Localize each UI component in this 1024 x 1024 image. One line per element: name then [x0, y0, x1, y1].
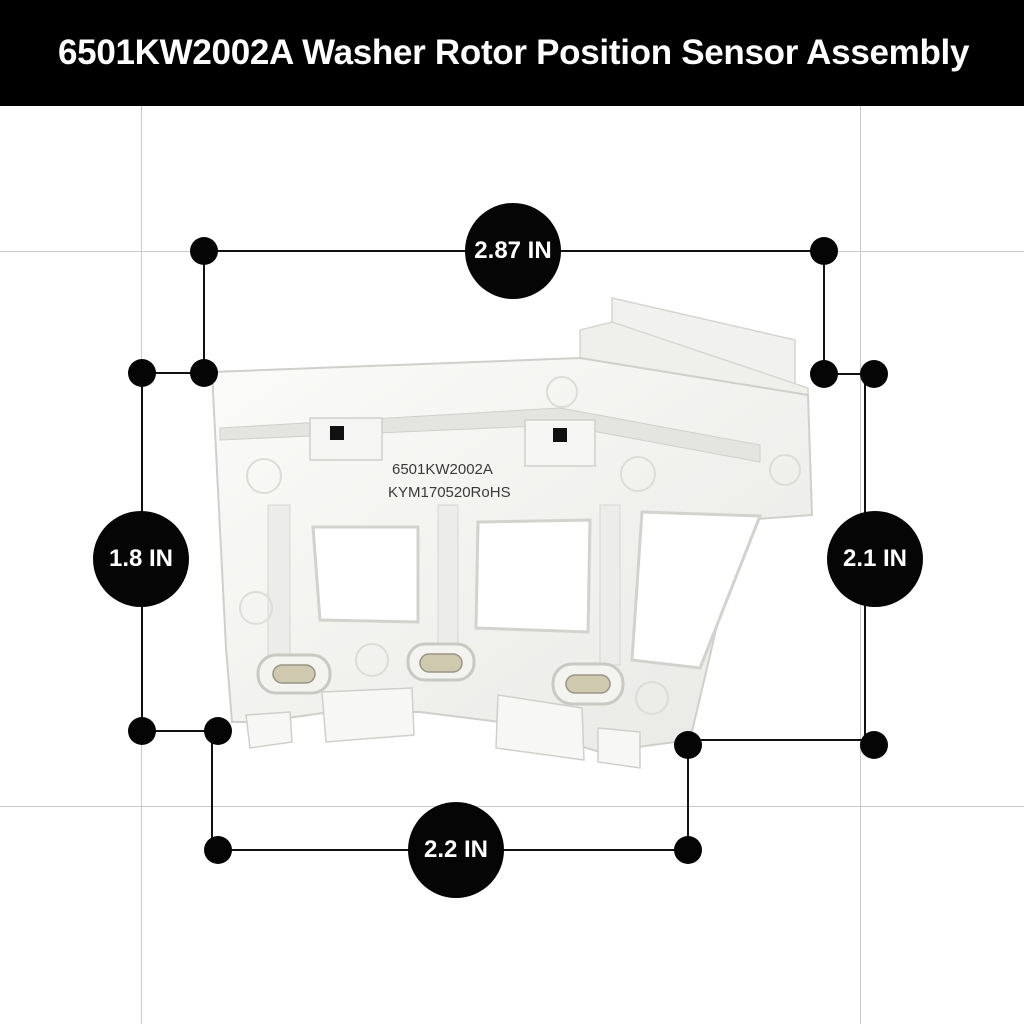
sensor-clip-right	[524, 419, 596, 467]
dimension-dot	[128, 717, 156, 745]
grid-line-h2	[0, 806, 1024, 807]
sensor-clip-left	[309, 417, 383, 461]
title-bar: 6501KW2002A Washer Rotor Position Sensor…	[0, 0, 1024, 106]
dimension-dot	[190, 237, 218, 265]
dimension-badge-bottom-width: 2.2 IN	[408, 802, 504, 898]
sensor-window-1	[311, 525, 420, 624]
dimension-dot	[810, 237, 838, 265]
part-code-text: KYM170520RoHS	[388, 484, 511, 501]
dimension-badge-right-height: 2.1 IN	[827, 511, 923, 607]
dimension-dot	[860, 360, 888, 388]
sensor-tab-1	[245, 711, 293, 749]
sensor-tab-4	[597, 727, 641, 769]
dimension-dot	[810, 360, 838, 388]
sensor-assembly: 6501KW2002A KYM170520RoHS	[210, 297, 814, 769]
dimension-badge-left-height: 1.8 IN	[93, 511, 189, 607]
dimension-dot	[674, 836, 702, 864]
sensor-window-2	[474, 518, 592, 634]
dimension-dot	[204, 717, 232, 745]
page-title: 6501KW2002A Washer Rotor Position Sensor…	[58, 33, 970, 72]
dimension-dot	[860, 731, 888, 759]
dimension-dot	[204, 836, 232, 864]
sensor-slot-3	[551, 662, 625, 706]
part-number-text: 6501KW2002A	[392, 461, 493, 478]
sensor-tab-2	[321, 687, 415, 743]
dimension-badge-top-width: 2.87 IN	[465, 203, 561, 299]
sensor-tab-3	[495, 694, 585, 761]
dimension-dots	[128, 237, 888, 864]
dimension-dot	[674, 731, 702, 759]
sensor-slot-2	[406, 642, 476, 682]
sensor-window-3	[630, 510, 763, 670]
dimension-dot	[128, 359, 156, 387]
sensor-slot-1	[256, 653, 332, 695]
dimension-dot	[190, 359, 218, 387]
